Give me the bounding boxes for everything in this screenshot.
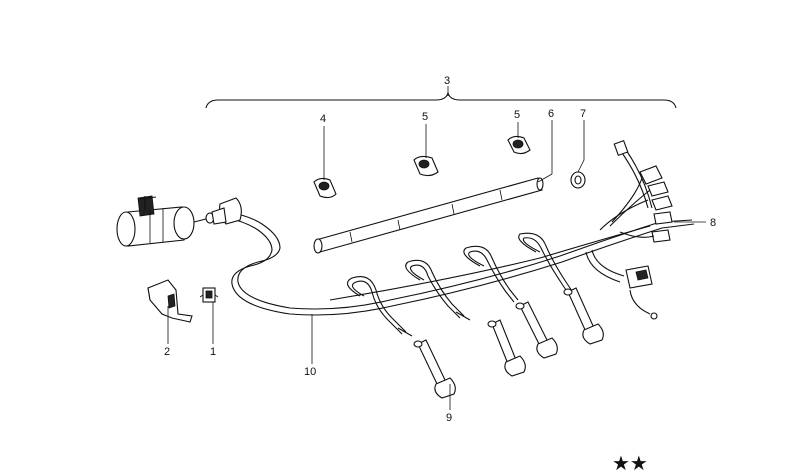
callout-9: 9 [446,412,452,424]
cable-clamp-5a [413,155,439,177]
callout-3: 3 [444,75,450,87]
star-marks: ★★ [612,451,648,473]
callout-5b: 5 [514,109,520,121]
spark-plug-connectors [413,287,604,399]
callout-6: 6 [548,108,554,120]
cable-clamp-4 [313,177,337,199]
harness-loom [211,197,695,316]
plug-connector [487,319,526,377]
bracket-3 [205,91,677,109]
callout-2: 2 [164,346,170,358]
callout-1: 1 [210,346,216,358]
cable-clamp-5b [507,135,531,155]
leader-lines [167,86,706,410]
plug-connector [413,339,456,399]
distributor-terminals [585,139,673,320]
callout-5a: 5 [422,111,428,123]
plug-connector [563,287,604,345]
ignition-coil [116,195,215,247]
callout-4: 4 [320,113,326,125]
grommet-ring [570,171,586,189]
callouts: 3 4 5 5 6 7 8 2 1 10 9 [164,75,716,424]
cable-duct [313,177,544,254]
plug-connector [515,301,558,359]
callout-7: 7 [580,108,586,120]
connector-clip [199,287,219,303]
plug-wires [346,232,575,337]
callout-10: 10 [304,366,316,378]
callout-8: 8 [710,217,716,229]
coil-bracket [147,279,193,323]
